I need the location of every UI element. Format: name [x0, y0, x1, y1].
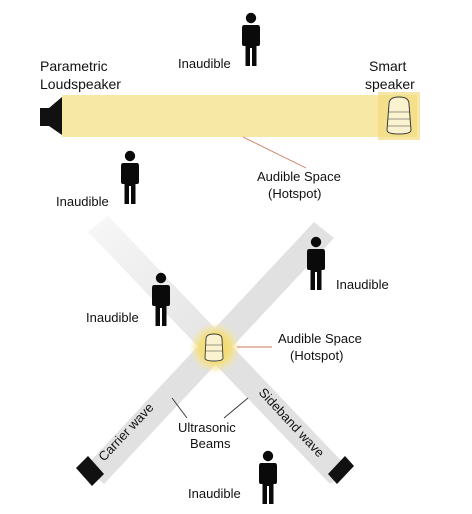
audible-space-mid-line1: Audible Space — [278, 331, 362, 346]
hotspot-smart-speaker-icon — [204, 333, 224, 362]
person-icon — [259, 450, 277, 504]
pointer-line-beam-left — [171, 397, 188, 419]
parametric-label-line1: Parametric — [40, 58, 108, 74]
smart-speaker-label-line1: Smart — [369, 58, 406, 74]
inaudible-label: Inaudible — [188, 486, 241, 501]
pointer-line-top-hotspot — [242, 136, 307, 169]
ultrasonic-label-line1: Ultrasonic — [178, 420, 236, 435]
emitter-icon-left — [76, 456, 104, 486]
parametric-label-line2: Loudspeaker — [40, 76, 121, 92]
smart-speaker-label-line2: speaker — [365, 76, 415, 92]
audible-space-mid-line2: (Hotspot) — [290, 348, 343, 363]
ultrasonic-label-line2: Beams — [190, 436, 231, 451]
loudspeaker-icon — [40, 97, 62, 135]
inaudible-label: Inaudible — [336, 277, 389, 292]
person-icon — [242, 12, 260, 66]
pointer-line-beam-right — [223, 397, 249, 419]
inaudible-label: Inaudible — [56, 194, 109, 209]
audible-space-top-line2: (Hotspot) — [268, 186, 321, 201]
horizontal-audible-beam — [62, 95, 417, 137]
smart-speaker-icon — [386, 96, 412, 135]
inaudible-label: Inaudible — [178, 56, 231, 71]
sideband-wave-label: Sideband wave — [256, 385, 328, 460]
person-icon — [121, 150, 139, 204]
audible-space-top-line1: Audible Space — [257, 169, 341, 184]
emitter-icon-right — [328, 456, 354, 484]
inaudible-label: Inaudible — [86, 310, 139, 325]
